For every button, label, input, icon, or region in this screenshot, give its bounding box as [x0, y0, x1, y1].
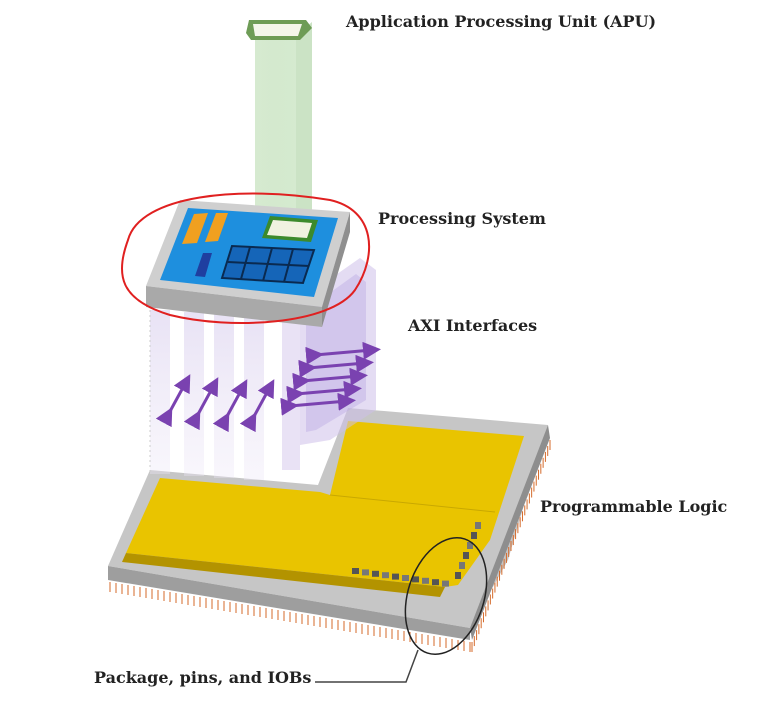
iob-block [467, 542, 473, 549]
iob-block [372, 570, 379, 577]
iob-block [422, 577, 429, 584]
label-package-pins-iobs: Package, pins, and IOBs [94, 668, 311, 687]
axi-arrows-horizontal [280, 341, 381, 416]
iob-block [455, 572, 461, 579]
iob-block [362, 569, 369, 576]
axi-arrows-vertical [155, 374, 275, 433]
processing-system-chip [146, 200, 350, 327]
label-programmable-logic: Programmable Logic [540, 497, 728, 516]
iob-block [442, 580, 449, 587]
annotation-black-callout [315, 536, 488, 683]
iob-block [471, 532, 477, 539]
iob-block [463, 552, 469, 559]
pl-fabric [122, 421, 524, 597]
iob-blocks [352, 522, 481, 587]
iob-block [382, 572, 389, 579]
iob-block [402, 575, 409, 581]
iob-block [432, 579, 439, 586]
iob-block [475, 522, 481, 529]
iob-block [352, 568, 359, 574]
label-apu: Application Processing Unit (APU) [345, 12, 656, 31]
iob-block [412, 576, 419, 583]
label-processing-system: Processing System [378, 209, 546, 228]
iob-block [392, 573, 399, 580]
iob-block [459, 562, 465, 569]
package-pins [109, 440, 551, 652]
label-axi-interfaces: AXI Interfaces [407, 316, 537, 335]
annotation-red-ellipse [120, 192, 371, 324]
apu-beam [246, 20, 312, 238]
